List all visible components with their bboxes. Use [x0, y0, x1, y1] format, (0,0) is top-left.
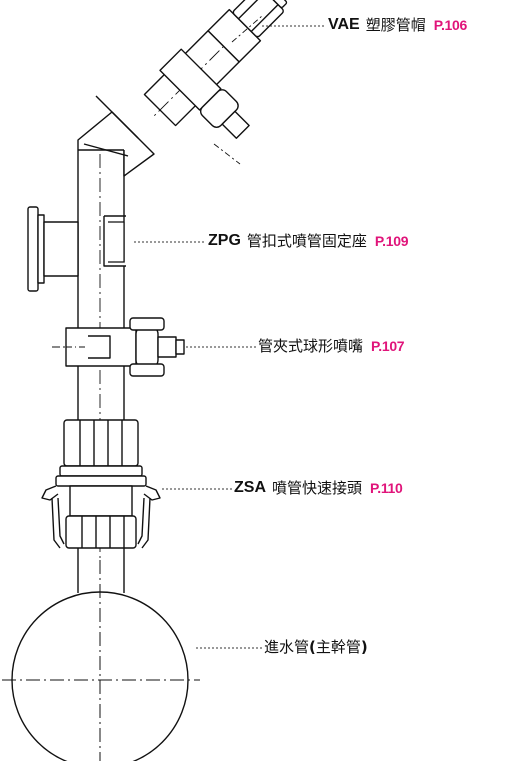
callout-code: VAE — [328, 15, 360, 33]
page-reference: P.106 — [433, 16, 468, 33]
page-reference: P.107 — [371, 337, 405, 354]
callout-paren-close: ) — [360, 637, 368, 656]
callout-subname: 主幹管 — [315, 638, 361, 656]
callout-name: 塑膠管帽 — [365, 16, 426, 34]
callout-name: 管扣式噴管固定座 — [246, 232, 367, 250]
callout-ball-nozzle: 管夾式球形噴嘴 P.107 — [258, 335, 405, 356]
callout-zpg: ZPG 管扣式噴管固定座 P.109 — [208, 230, 409, 251]
callout-name: 噴管快速接頭 — [272, 479, 363, 497]
callout-code: ZSA — [234, 478, 266, 496]
page-reference: P.109 — [374, 232, 409, 249]
callout-name: 管夾式球形噴嘴 — [258, 337, 364, 355]
callout-code: ZPG — [208, 231, 241, 249]
elbow-45 — [77, 95, 155, 177]
clamp-ball-nozzle — [52, 317, 185, 377]
quick-coupling — [41, 419, 161, 549]
callout-zsa: ZSA 噴管快速接頭 P.110 — [234, 477, 403, 498]
callout-inlet-pipe: 進水管 ( 主幹管 ) — [264, 636, 368, 657]
vertical-pipe — [77, 130, 125, 593]
fixing-seat — [27, 206, 126, 292]
callout-name: 進水管 — [264, 638, 310, 656]
callout-paren-open: ( — [309, 637, 316, 656]
page-reference: P.110 — [370, 479, 403, 496]
angled-pipe-assembly — [143, 0, 288, 139]
main-inlet-pipe — [2, 560, 200, 761]
callout-vae: VAE 塑膠管帽 P.106 — [328, 14, 467, 35]
